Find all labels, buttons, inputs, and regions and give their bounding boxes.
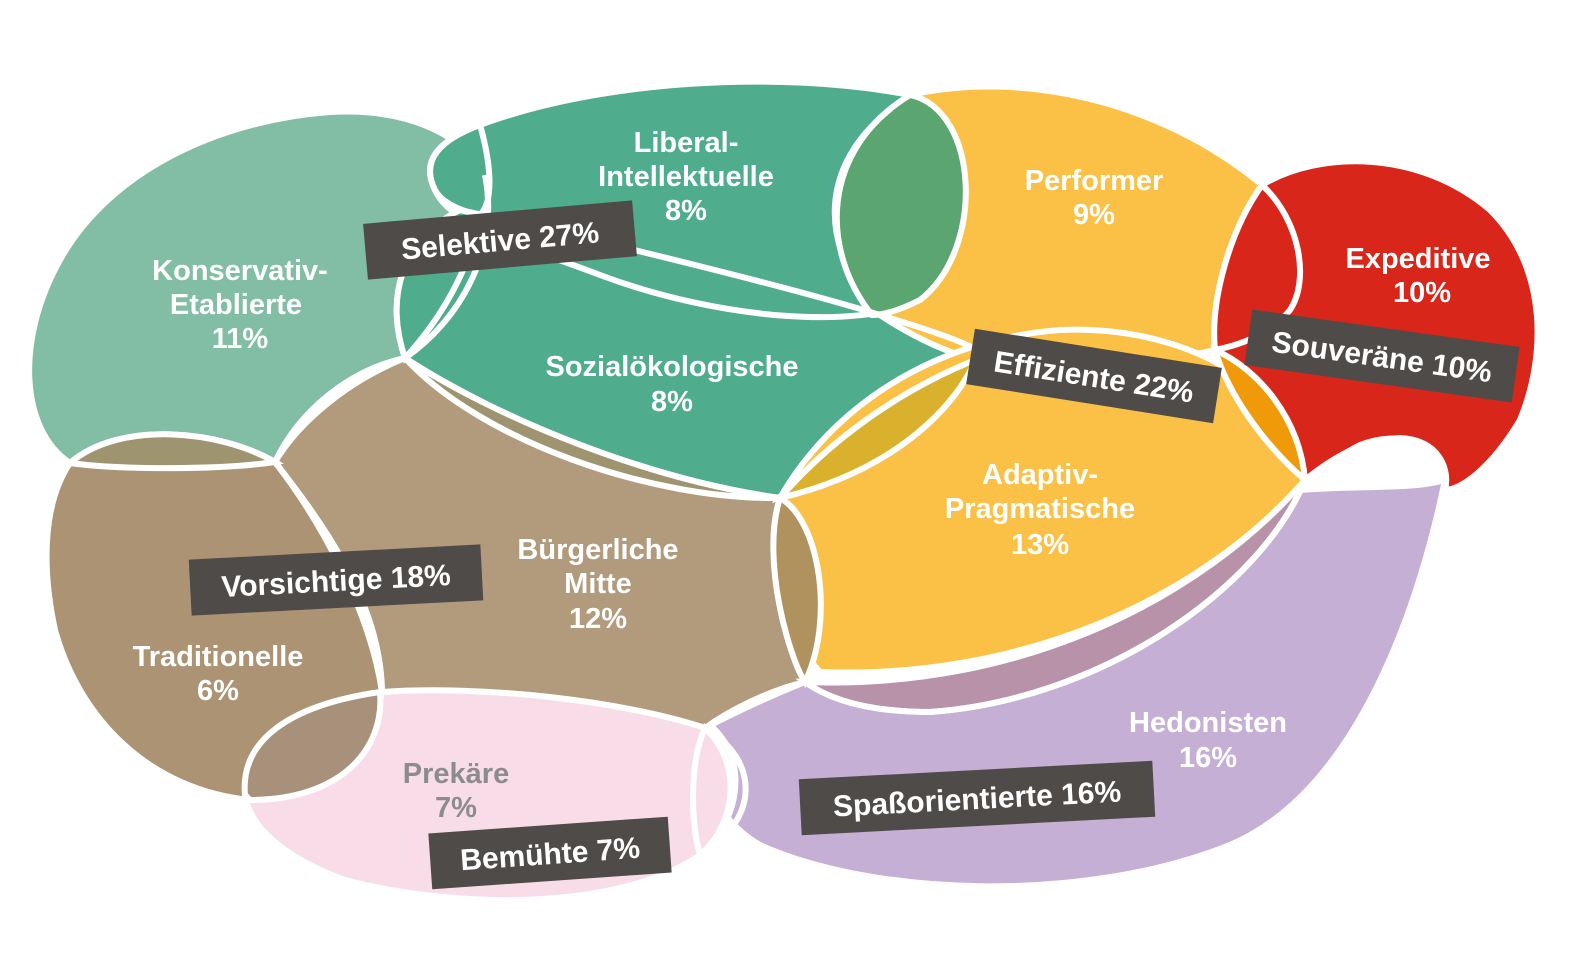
overlap-konservativ-traditionelle xyxy=(63,431,284,472)
milieu-share: 8% xyxy=(665,195,707,227)
milieu-name: Bürgerliche xyxy=(517,534,678,566)
milieu-share: 16% xyxy=(1179,742,1237,774)
milieu-name: Pragmatische xyxy=(945,493,1135,525)
outline-curves xyxy=(272,174,1450,858)
milieu-name: Prekäre xyxy=(403,758,509,790)
label-konservativ-etablierte: Konservativ- Etablierte 11% xyxy=(152,255,328,355)
milieu-share: 11% xyxy=(212,323,269,355)
label-adaptiv-pragmatische: Adaptiv- Pragmatische 13% xyxy=(945,459,1135,561)
milieu-name: Liberal- xyxy=(634,127,739,159)
label-sozialoekologische: Sozialökologische 8% xyxy=(546,351,799,418)
badge-selektive: Selektive 27% xyxy=(363,200,637,280)
label-liberal-intellektuelle: Liberal- Intellektuelle 8% xyxy=(598,127,774,227)
badge-spassorientierte: Spaßorientierte 16% xyxy=(798,760,1156,836)
milieu-name: Intellektuelle xyxy=(598,161,774,193)
overlap-konservativ-liberal xyxy=(427,121,493,219)
milieu-name: Konservativ- xyxy=(152,255,328,287)
milieu-share: 13% xyxy=(1011,529,1069,561)
overlap-liberal-performer xyxy=(833,91,969,319)
milieu-name: Performer xyxy=(1025,165,1164,197)
badge-bemuehte: Bemühte 7% xyxy=(428,816,672,890)
label-buergerliche-mitte: Bürgerliche Mitte 12% xyxy=(517,534,678,635)
milieu-name: Hedonisten xyxy=(1129,707,1287,739)
label-prekaere: Prekäre 7% xyxy=(403,758,509,824)
milieu-share: 12% xyxy=(569,603,627,635)
label-traditionelle: Traditionelle 6% xyxy=(133,641,304,707)
overlap-traditionelle-prekaere xyxy=(241,688,384,804)
milieu-name: Etablierte xyxy=(170,289,302,321)
milieu-name: Adaptiv- xyxy=(982,459,1098,491)
milieu-name: Expeditive xyxy=(1345,243,1490,275)
milieu-name: Traditionelle xyxy=(133,641,304,673)
label-hedonisten: Hedonisten 16% xyxy=(1129,707,1287,774)
milieu-share: 8% xyxy=(651,386,693,418)
milieu-share: 10% xyxy=(1393,277,1451,309)
label-performer: Performer 9% xyxy=(1025,165,1164,231)
milieu-share: 7% xyxy=(435,792,477,824)
milieu-name: Mitte xyxy=(564,568,632,600)
milieu-name: Sozialökologische xyxy=(546,351,799,383)
milieu-share: 9% xyxy=(1073,199,1115,231)
label-expeditive: Expeditive 10% xyxy=(1345,243,1490,309)
badge-vorsichtige: Vorsichtige 18% xyxy=(188,544,484,616)
milieu-share: 6% xyxy=(197,675,239,707)
